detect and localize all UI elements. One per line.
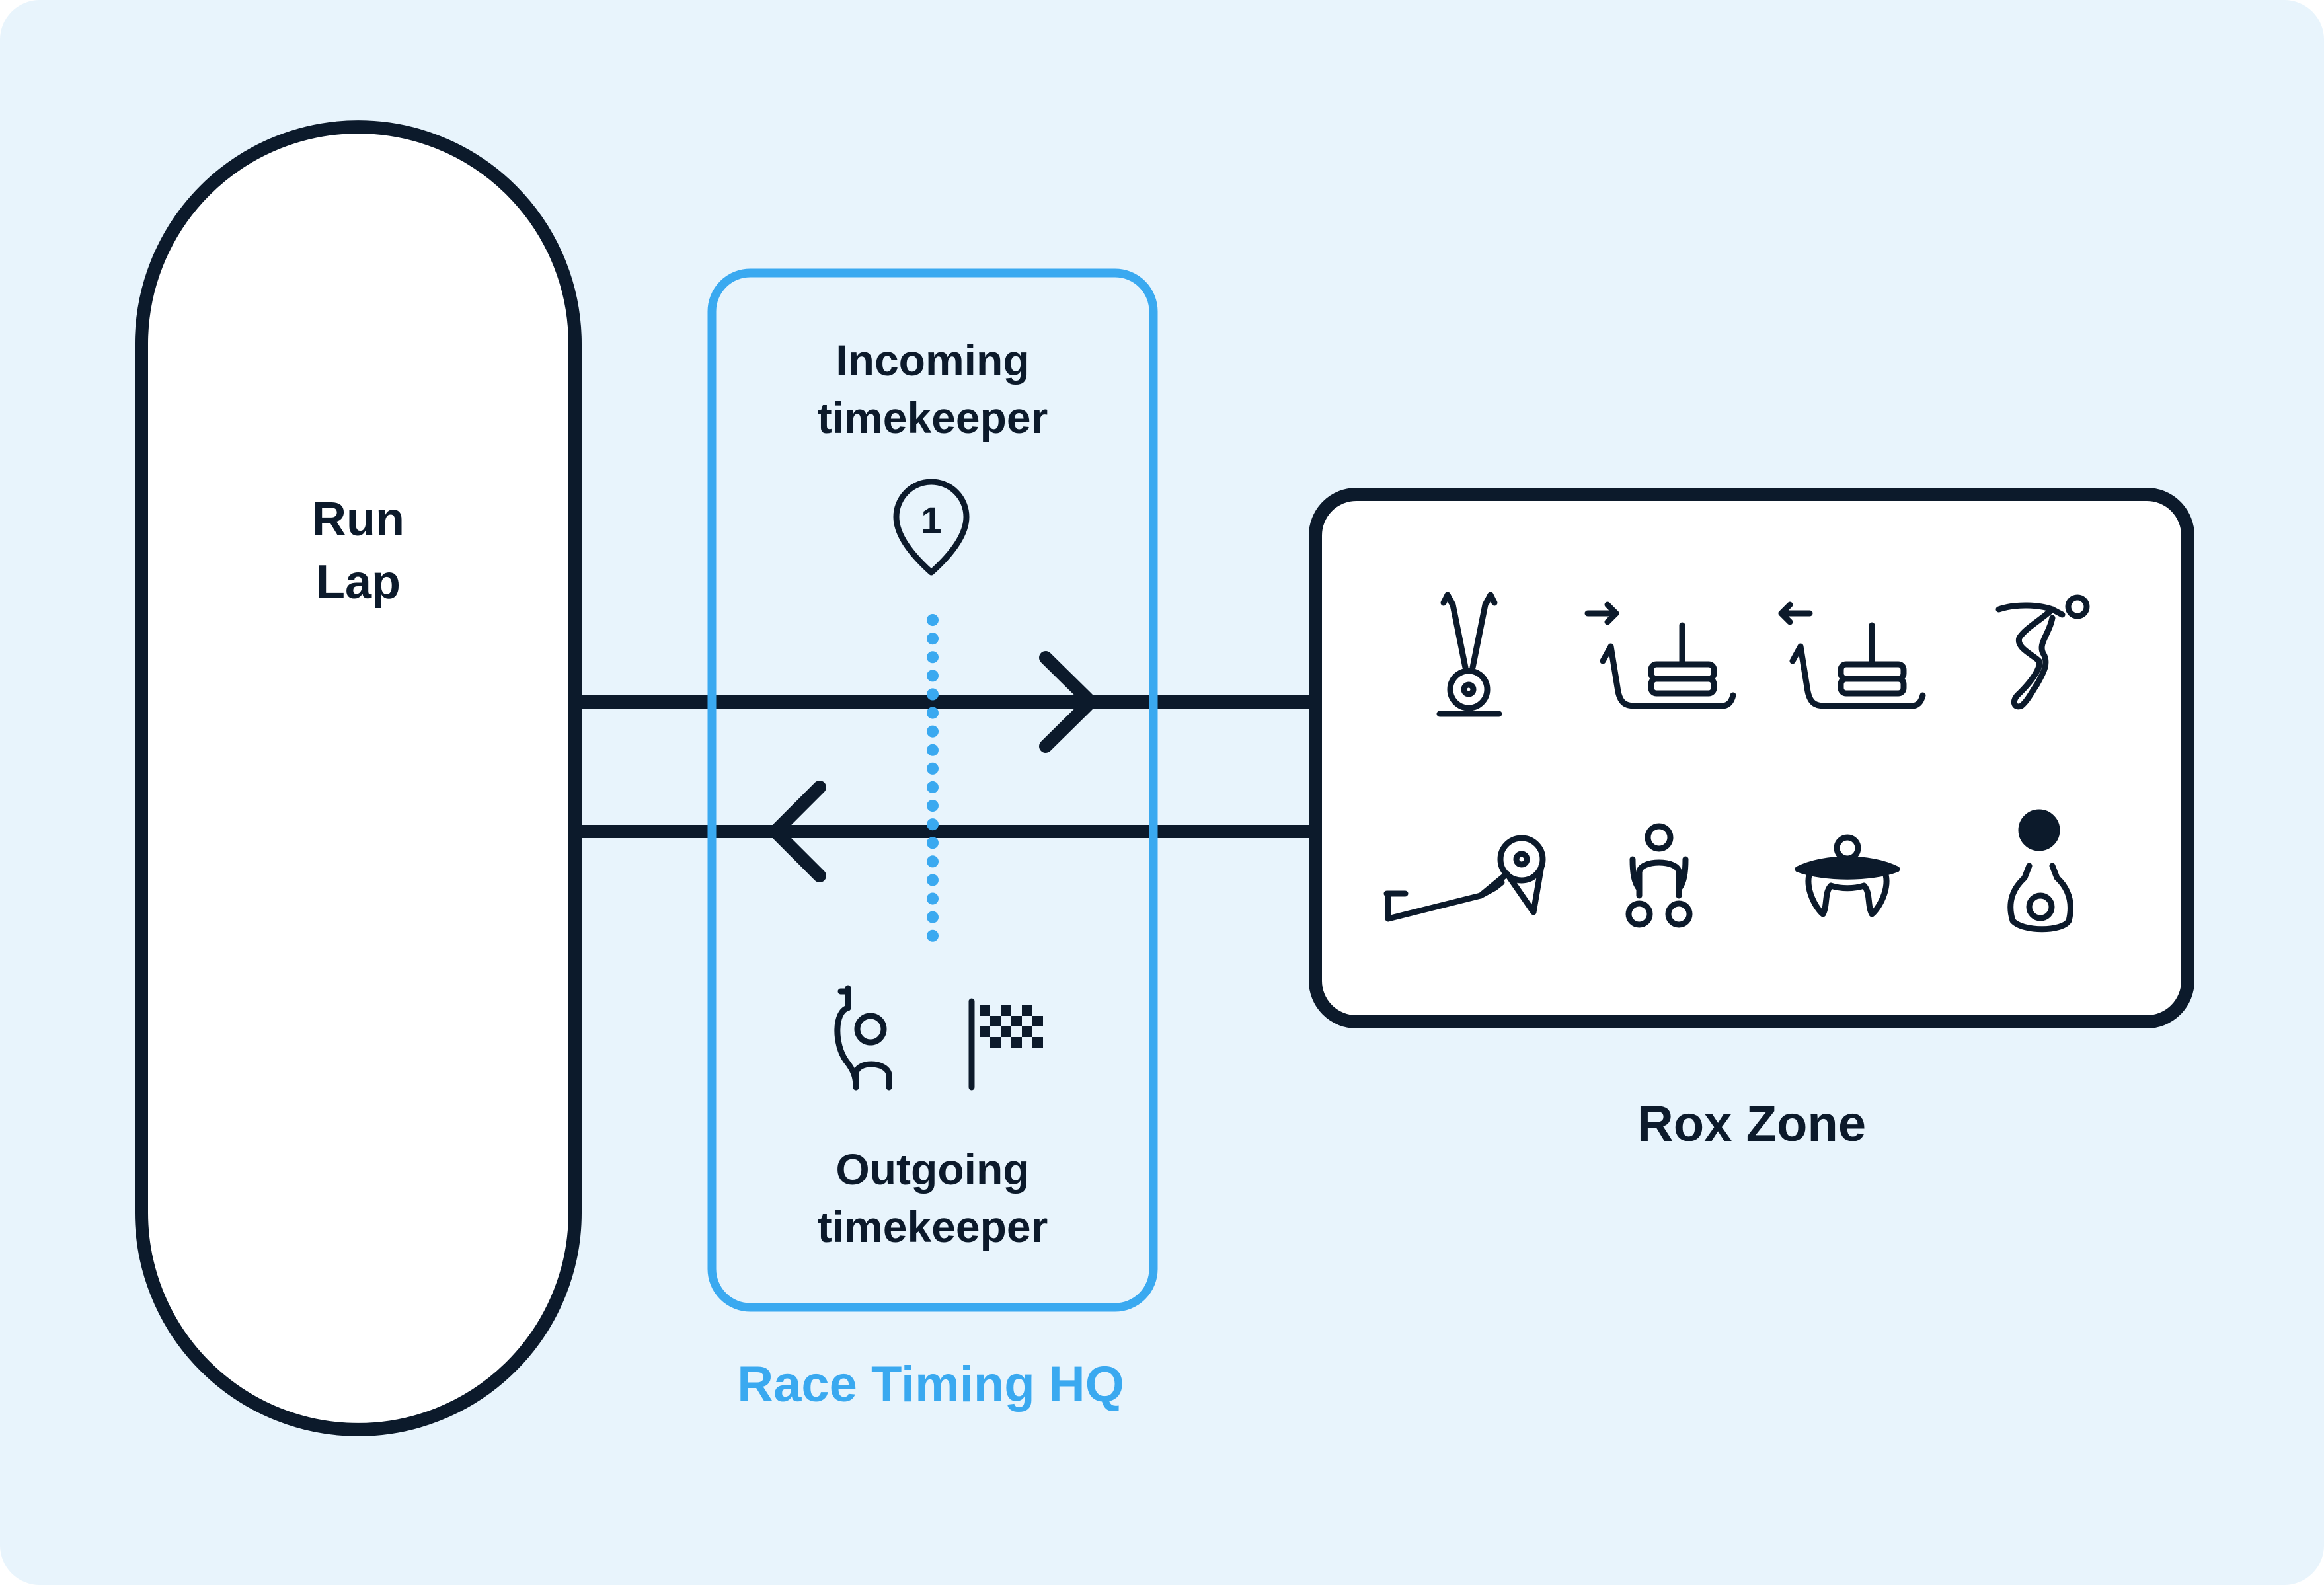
burpee-broad-jump-icon [1995,594,2090,710]
run-lap-track: Run Lap [135,120,582,1436]
incoming-label-line1: Incoming [835,336,1029,385]
rox-zone: Rox Zone [1309,488,2194,1152]
outgoing-label-line2: timekeeper [818,1202,1048,1251]
ski-erg-icon [1436,592,1502,717]
run-lap-shape [135,120,582,1436]
rox-zone-title: Rox Zone [1637,1096,1866,1152]
checkered-flag-icon [968,998,1043,1091]
timing-hq-box [707,268,1158,1312]
incoming-label-line2: timekeeper [818,393,1048,442]
farmers-carry-icon [1625,823,1693,928]
run-lap-label-line1: Run [312,493,405,546]
arrow-right-icon [1039,651,1097,753]
timing-point-pin-icon: 1 [893,479,970,576]
rox-zone-box [1309,488,2194,1028]
rowing-icon [1383,835,1546,922]
pin-number: 1 [921,499,941,541]
outgoing-label-line1: Outgoing [835,1145,1029,1194]
run-lap-label-line2: Lap [316,556,401,609]
race-timing-hq: Incoming timekeeper 1 [707,268,1158,1412]
wall-balls-icon [2007,809,2073,933]
race-timing-hq-title: Race Timing HQ [737,1356,1124,1412]
sled-push-icon [1584,601,1736,709]
flow-lines [575,651,1315,882]
arrow-left-icon [769,781,826,882]
sled-pull-icon [1778,601,1926,709]
sandbag-lunges-icon [1795,834,1900,917]
timekeeper-person-icon [834,985,892,1091]
